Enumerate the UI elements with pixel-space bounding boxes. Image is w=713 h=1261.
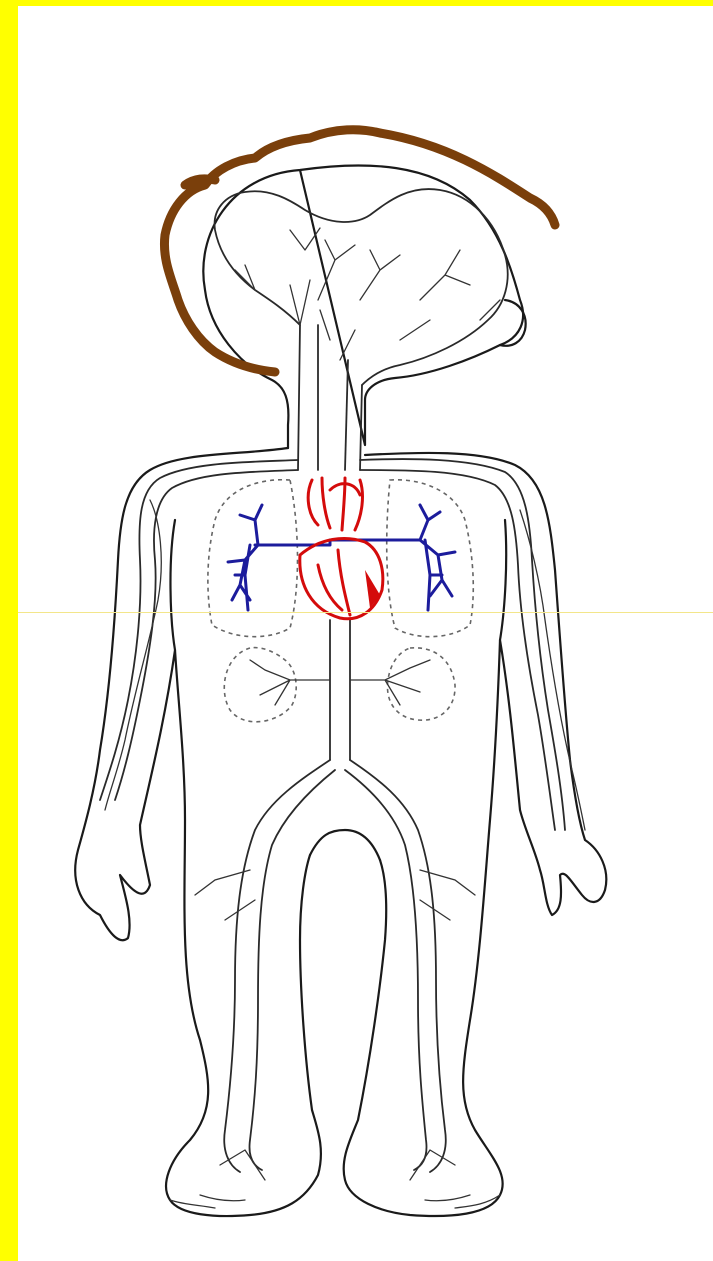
torso-left-outline [75, 448, 321, 1216]
neck-vessel-left [298, 325, 300, 470]
right-lung-branches [420, 505, 455, 610]
crotch-outline [310, 830, 380, 860]
pulmonary-trunk-blue [255, 540, 420, 545]
right-leg-vessel-2 [345, 770, 427, 1170]
left-kidney [224, 648, 296, 722]
right-kidney-branches [350, 660, 430, 705]
head-vessel-main [215, 189, 508, 385]
circulatory-system-drawing [18, 6, 713, 1261]
heart-septum [318, 550, 350, 615]
scan-artifact-line [18, 612, 713, 613]
right-leg-vessel-1 [350, 760, 446, 1172]
neck-vessel-4 [360, 385, 362, 470]
left-leg-vessel-1 [224, 760, 330, 1172]
body-outline [75, 165, 606, 1216]
left-lung-branches [228, 505, 262, 610]
left-leg-vessel-2 [250, 770, 336, 1170]
left-kidney-branches [250, 660, 330, 705]
right-arm-vessel-2 [360, 470, 555, 830]
right-arm-vessel-1 [360, 459, 565, 830]
heart [300, 478, 383, 619]
aortic-arch [308, 478, 362, 530]
right-lung [387, 480, 474, 637]
left-lung [208, 480, 298, 637]
left-inner-arm [170, 520, 175, 650]
neck-vessel-3 [345, 360, 348, 470]
right-inner-arm [500, 520, 506, 640]
left-toes [170, 1195, 245, 1208]
